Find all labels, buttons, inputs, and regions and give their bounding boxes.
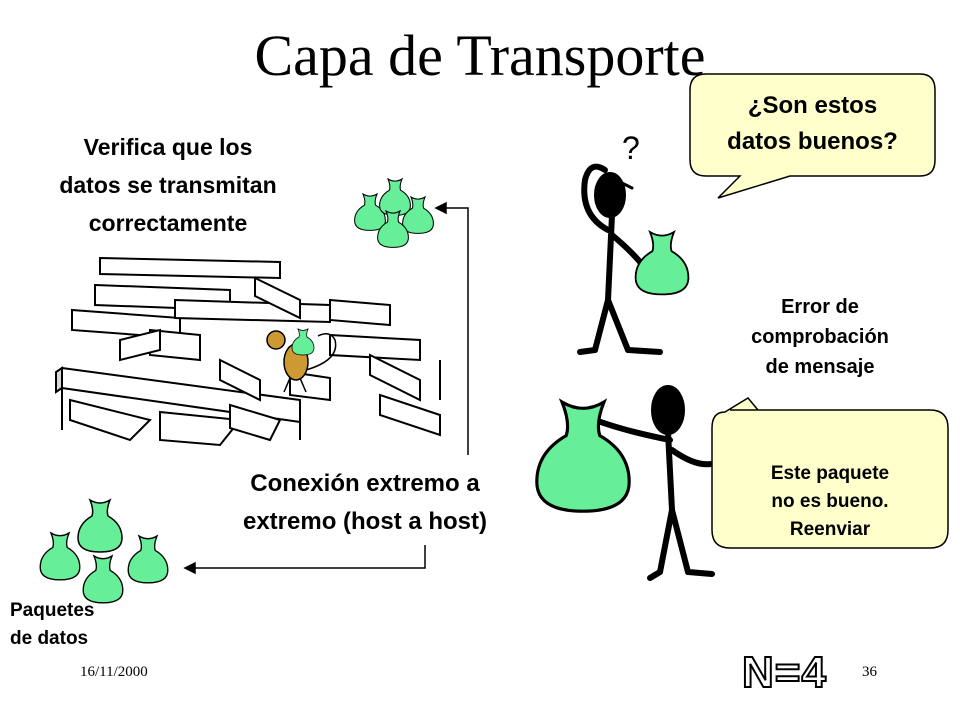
bubble-top-line-2: datos buenos? bbox=[727, 128, 898, 155]
packets-data-group bbox=[39, 499, 169, 604]
stick-figure-pointing bbox=[587, 385, 721, 581]
paquetes-line-1: Paquetes bbox=[10, 600, 95, 621]
stick-figure-thinking bbox=[577, 163, 663, 355]
conexion-line-1: Conexión extremo a bbox=[250, 470, 480, 497]
maze-illustration bbox=[55, 256, 441, 447]
arrow-up-icon bbox=[434, 201, 469, 455]
error-line-3: de mensaje bbox=[765, 356, 875, 378]
n-label: N=4 bbox=[741, 647, 827, 698]
error-line-2: comprobación bbox=[751, 326, 889, 348]
bag-held-top bbox=[634, 231, 690, 296]
error-line-1: Error de bbox=[781, 296, 859, 318]
paquetes-line-2: de datos bbox=[10, 628, 89, 649]
conexion-text: Conexión extremo a extremo (host a host) bbox=[190, 465, 540, 541]
verifica-line-3: correctamente bbox=[88, 210, 248, 236]
page-number: 36 bbox=[862, 664, 877, 680]
verifica-line-2: datos se transmitan bbox=[59, 172, 277, 198]
bubble-bottom-line-3: Reenviar bbox=[789, 519, 871, 540]
paquetes-text: Paquetes de datos bbox=[10, 597, 94, 653]
arrow-left-icon bbox=[183, 545, 426, 575]
error-text: Error de comprobación de mensaje bbox=[720, 292, 920, 382]
bubble-top-text: ¿Son estos datos buenos? bbox=[690, 88, 935, 160]
footer-date: 16/11/2000 bbox=[80, 664, 148, 680]
verifica-line-1: Verifica que los bbox=[83, 134, 253, 160]
verifica-text: Verifica que los datos se transmitan cor… bbox=[8, 128, 328, 242]
packets-maze-group bbox=[354, 178, 434, 248]
bubble-bottom-text: Este paquete no es bueno. Reenviar bbox=[712, 460, 948, 548]
slide-title: Capa de Transporte bbox=[254, 23, 706, 88]
question-mark: ? bbox=[622, 130, 640, 166]
speech-bubble-bottom bbox=[711, 397, 949, 549]
bubble-bottom-line-1: Este paquete bbox=[770, 463, 890, 484]
conexion-line-2: extremo (host a host) bbox=[242, 508, 488, 535]
bubble-top-line-1: ¿Son estos bbox=[747, 92, 878, 119]
bubble-bottom-line-2: no es bueno. bbox=[771, 491, 889, 512]
speech-bubble-top bbox=[689, 73, 936, 199]
bag-held-bottom bbox=[535, 400, 631, 513]
